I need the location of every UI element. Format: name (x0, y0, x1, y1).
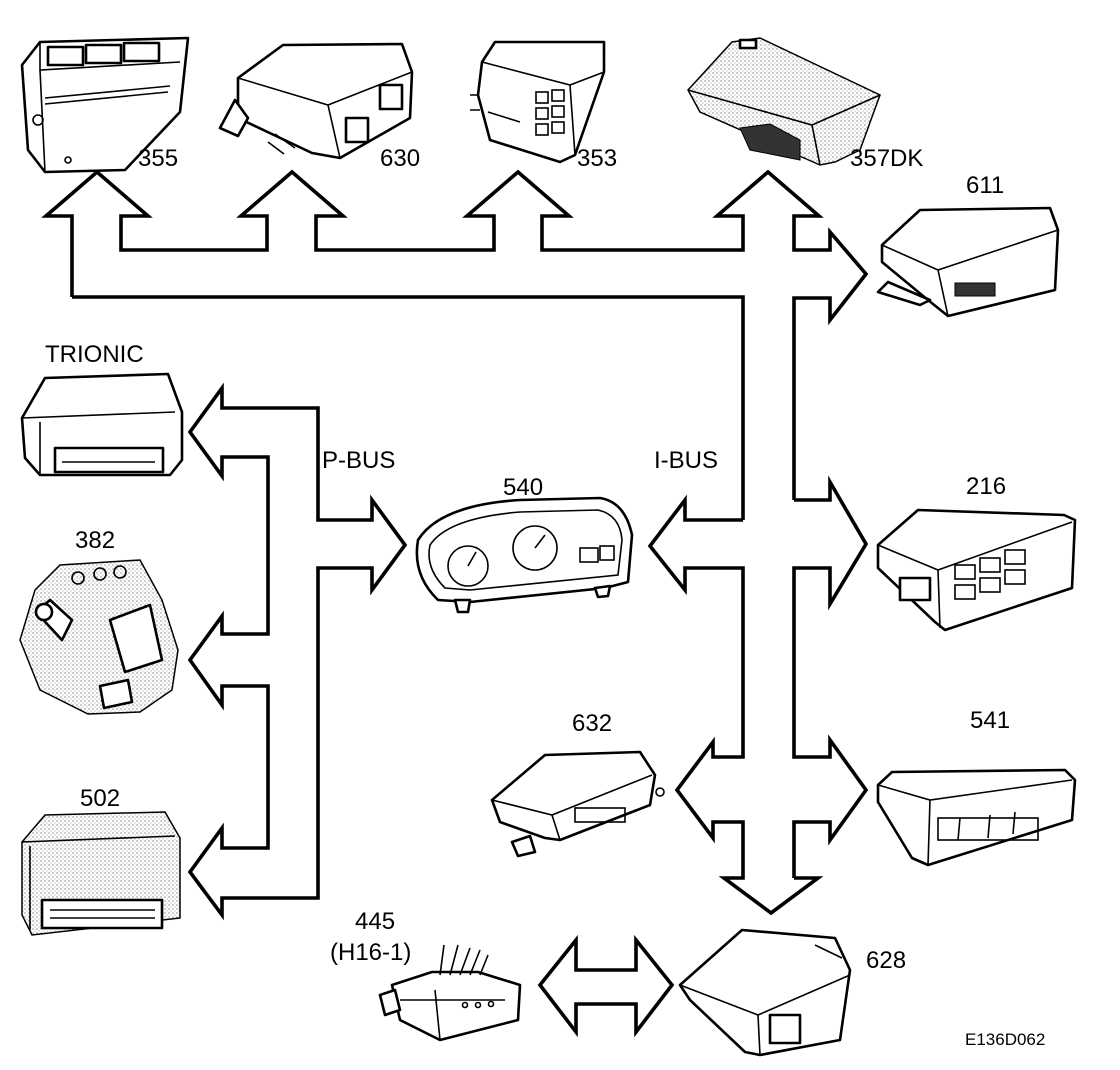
label-357dk: 357DK (850, 145, 923, 172)
figure-id: E136D062 (965, 1030, 1045, 1049)
label-382: 382 (75, 527, 115, 554)
unit-trionic (20, 372, 184, 477)
label-541: 541 (970, 707, 1010, 734)
label-355: 355 (138, 145, 178, 172)
unit-541 (876, 768, 1077, 867)
unit-357dk (687, 37, 881, 166)
label-p-bus: P-BUS (322, 447, 395, 474)
p-bus-outline (187, 382, 408, 921)
label-632: 632 (572, 710, 612, 737)
label-445-sub: (H16-1) (330, 939, 411, 966)
label-216: 216 (966, 473, 1006, 500)
unit-628 (678, 928, 852, 1057)
unit-630 (218, 42, 414, 160)
diag-link-outline (537, 934, 675, 1038)
unit-611 (876, 206, 1060, 318)
unit-632 (490, 750, 665, 858)
unit-355 (20, 36, 190, 174)
unit-445-diagnostic-connector (378, 944, 522, 1042)
i-bus-right-outline (647, 475, 869, 916)
label-540: 540 (503, 474, 543, 501)
unit-353 (470, 40, 606, 164)
label-628: 628 (866, 947, 906, 974)
label-445: 445 (355, 908, 395, 935)
unit-216 (876, 508, 1077, 632)
label-502: 502 (80, 785, 120, 812)
label-i-bus: I-BUS (654, 447, 718, 474)
label-trionic: TRIONIC (45, 341, 144, 368)
i-bus-top-outline (41, 169, 869, 520)
unit-540-instrument-cluster (415, 496, 634, 614)
unit-502 (21, 811, 181, 936)
label-353: 353 (577, 145, 617, 172)
label-611: 611 (966, 172, 1004, 199)
unit-labels: 355 630 353 357DK 611 TRIONIC P-BUS I-BU… (45, 145, 1045, 1049)
label-630: 630 (380, 145, 420, 172)
unit-382 (19, 559, 179, 715)
